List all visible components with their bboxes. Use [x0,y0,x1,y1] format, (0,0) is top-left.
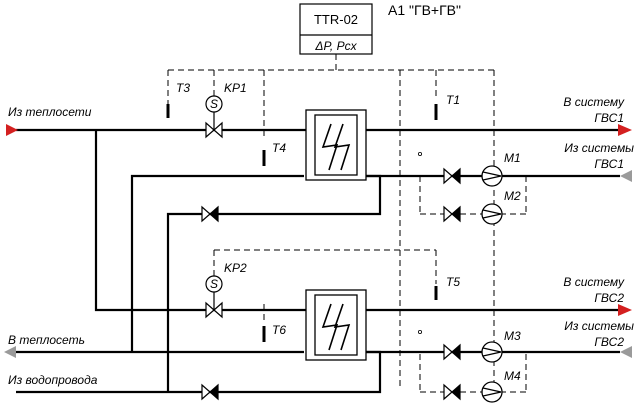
controller-signal-label: ΔP, Pcx [314,39,357,53]
valve-kr1-actuator-symbol: S [210,97,218,111]
check-valve-m1 [443,168,461,184]
label-from-dhw2-line1: Из системы [564,319,634,333]
label-from-dhw2-line2: ГВС2 [594,335,624,349]
label-to-dhw2-line1: В систему [563,275,625,289]
label-from-heating-network: Из теплосети [8,105,92,119]
node-marker-1 [417,151,422,156]
control-signal-lines [167,54,527,393]
label-to-dhw2-line2: ГВС2 [594,291,624,305]
sensor-t4-label: T4 [272,141,286,155]
inlet-arrow-heating [6,124,18,136]
label-to-dhw1-line2: ГВС1 [594,111,624,125]
pump-m3 [481,341,503,363]
system-title: A1 "ГВ+ГВ" [388,2,461,18]
sensor-t6-label: T6 [272,323,286,337]
check-valve-return-1 [201,206,219,222]
pump-m2-label: M2 [504,189,521,203]
check-valve-m3 [443,344,461,360]
pump-m1 [481,165,503,187]
check-valve-m4 [443,384,461,400]
sensor-t3-label: T3 [176,81,190,95]
sensor-t5-label: T5 [446,275,460,289]
control-valve-kr2 [205,275,223,318]
pump-m4 [481,381,503,403]
heat-exchanger-2 [305,289,367,361]
check-valve-water-supply [201,384,219,400]
valve-kr2-label: KP2 [224,261,247,275]
label-from-water-supply: Из водопровода [8,373,98,387]
inlet-arrow-dhw2-return [620,346,632,358]
control-valve-kr1 [205,95,223,138]
pump-m2 [481,203,503,225]
sensor-t1-label: T1 [446,93,460,107]
inlet-arrow-dhw1-return [620,170,632,182]
label-from-dhw1-line1: Из системы [564,141,634,155]
controller-model-label: TTR-02 [314,12,358,27]
label-from-dhw1-line2: ГВС1 [594,157,624,171]
valve-kr2-actuator-symbol: S [210,277,218,291]
pump-m3-label: M3 [504,329,521,343]
heat-exchanger-1 [305,109,367,181]
label-to-heating-network: В теплосеть [8,333,85,347]
controller-ttr02: TTR-02 ΔP, Pcx [299,3,373,55]
outlet-arrow-heating-return [4,346,16,358]
check-valve-m2 [443,206,461,222]
pump-m4-label: M4 [504,369,521,383]
node-marker-2 [417,329,422,334]
pump-m1-label: M1 [504,151,521,165]
valve-kr1-label: KP1 [224,81,247,95]
outlet-arrow-dhw1 [618,124,632,136]
outlet-arrow-dhw2 [618,304,632,316]
label-to-dhw1-line1: В систему [563,95,625,109]
